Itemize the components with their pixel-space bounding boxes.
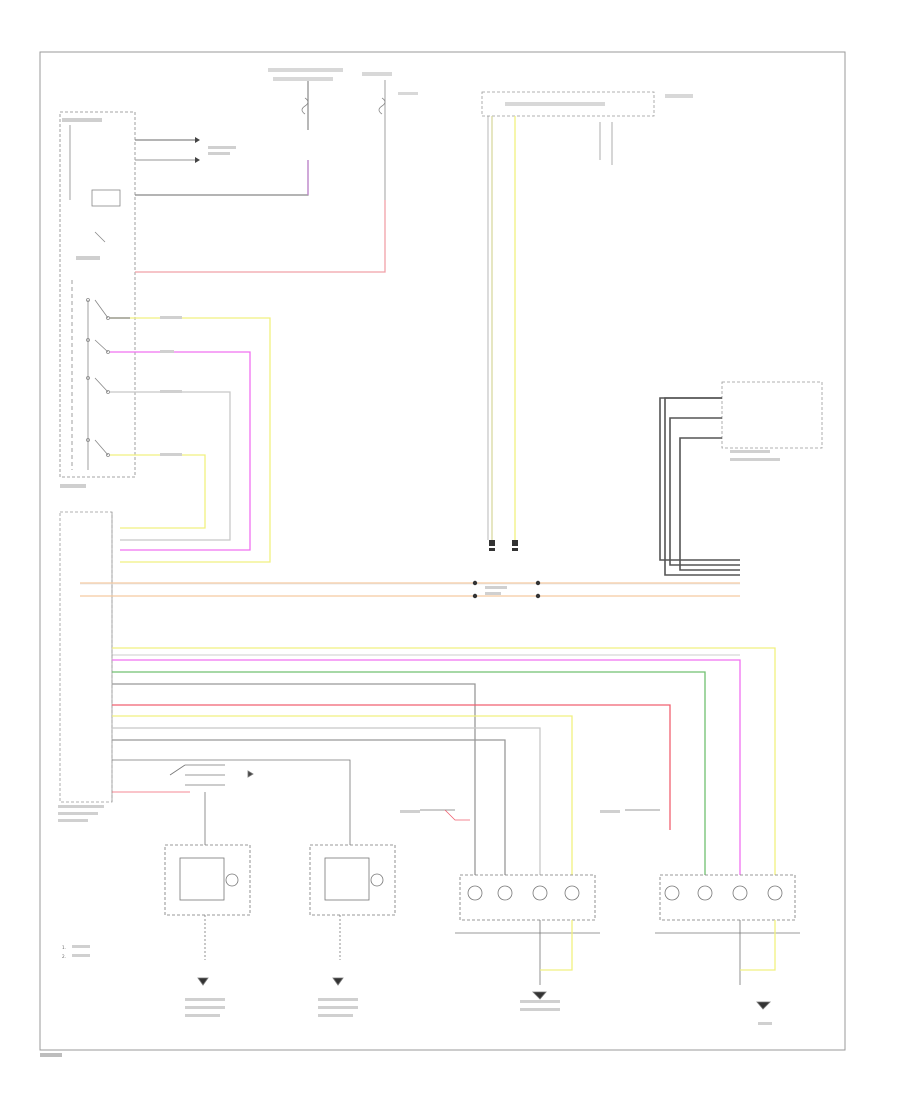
left-headlamp-fuse	[400, 809, 470, 821]
pink-fuse-wire	[135, 200, 386, 273]
switch-labels	[60, 118, 102, 488]
light-switch-wires	[110, 317, 271, 563]
right-headlamp-yellow-ground	[740, 920, 776, 971]
turn-signal-switch	[112, 759, 351, 793]
legend-item-2: 2.	[62, 954, 66, 959]
legend: 1. 2.	[62, 945, 90, 959]
corner-label	[40, 1053, 62, 1057]
switch-output-wires	[135, 137, 236, 163]
right-headlamp-assembly	[655, 874, 800, 1010]
can-bus-wires	[80, 582, 740, 597]
fuse-block-2	[362, 72, 418, 200]
cluster-data-wires	[487, 116, 516, 540]
light-switch-wire-labels	[160, 316, 182, 456]
left-front-turn-lamp	[164, 792, 251, 986]
left-headlamp-assembly	[455, 874, 600, 1000]
central-control-module	[58, 511, 113, 822]
headlamp-feed-wires	[112, 647, 776, 875]
legend-item-1: 1.	[62, 945, 66, 950]
instrument-cluster	[481, 91, 693, 165]
headlamp-control-wires	[659, 397, 740, 576]
diagram-frame	[39, 51, 846, 1051]
right-headlamp-fuse	[600, 809, 660, 813]
ground-labels-right	[520, 1000, 772, 1025]
headlamp-control-unit	[721, 381, 823, 461]
can-bus-junctions	[472, 580, 541, 599]
cluster-connectors	[489, 540, 518, 551]
headlight-switch-module	[59, 111, 136, 478]
ground-labels-left	[185, 998, 358, 1017]
fuse-wire-1	[135, 80, 309, 196]
fuse-block-1	[268, 68, 343, 115]
right-front-turn-lamp	[309, 790, 396, 986]
left-headlamp-yellow-ground	[540, 920, 573, 971]
